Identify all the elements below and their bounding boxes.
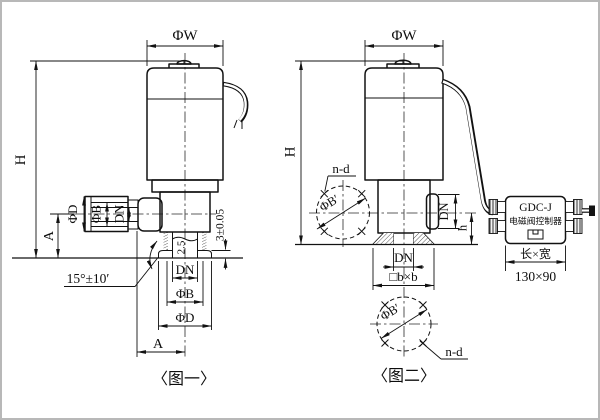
fig2-n-d-base-label: n-d xyxy=(445,344,463,359)
fig1-angle-label: 15°±10′ xyxy=(67,271,110,286)
fig2-n-d-flange-label: n-d xyxy=(332,161,350,176)
fig1-coil-body xyxy=(146,67,224,181)
fig1-DN-out-label: DN xyxy=(176,262,195,277)
fig1-neck xyxy=(159,191,211,233)
fig1-A-side-label: A xyxy=(42,230,57,241)
controller-model-label: GDC-J xyxy=(519,202,552,214)
fig2-DN-port-label: DN xyxy=(437,202,451,220)
fig1-A-bottom-label: A xyxy=(153,337,164,352)
fig2-phiW-label: ΦW xyxy=(391,28,417,44)
fig2-coil-body xyxy=(364,67,444,181)
cable-gland-right-top xyxy=(565,199,583,215)
figure2-valve: ΦW H DN h DN □b×b ΦB′ n-d ΦB′ xyxy=(283,28,494,385)
controller-name-label: 电磁阀控制器 xyxy=(509,215,562,226)
figure1-valve: ΦW H A ΦD ΦB DN 15°±10′ 2.5 3±0.05 DN ΦB… xyxy=(12,28,249,388)
fig1-phiD-in-label: ΦD xyxy=(65,205,80,224)
fig1-phiW-label: ΦW xyxy=(172,28,198,44)
controller-outline xyxy=(504,195,567,245)
fig1-phiB-in-label: ΦB xyxy=(89,205,104,224)
controller-size-value: 130×90 xyxy=(515,269,557,284)
fig1-DN-in-label: DN xyxy=(112,204,127,223)
controller-size-label: 长×宽 xyxy=(520,246,551,261)
fig1-phiD-out-label: ΦD xyxy=(176,310,195,325)
fig1-thread-depth-label: 2.5 xyxy=(176,240,188,254)
fig2-flange-bolt-circle xyxy=(316,185,370,240)
fig2-base-bolt-circle xyxy=(376,296,432,352)
cable-gland-right-bottom xyxy=(565,218,583,234)
fig1-phiB-out-label: ΦB xyxy=(176,286,195,301)
fig2-caption: 〈图二〉 xyxy=(372,368,436,385)
fig1-seat-thickness-label: 3±0.05 xyxy=(215,209,227,241)
fig2-phiB-base-label: ΦB′ xyxy=(378,301,403,324)
fig1-inlet-thread xyxy=(127,199,139,230)
fig2-base-square-label: □b×b xyxy=(389,269,417,284)
fig1-coupling-nut xyxy=(137,197,163,232)
fig2-side-port xyxy=(425,193,440,230)
fig1-H-label: H xyxy=(13,154,29,165)
fig2-phiB-flange-label: ΦB′ xyxy=(317,192,342,215)
cable-gland-left-bottom xyxy=(488,218,506,234)
fig1-caption: 〈图一〉 xyxy=(152,371,216,388)
fig2-h-label: h xyxy=(456,224,470,231)
controller-connector-icon xyxy=(527,229,544,240)
fig1-bottom-flange xyxy=(158,250,173,259)
cable-gland-left-top xyxy=(488,199,506,215)
controller-box: GDC-J 电磁阀控制器 长×宽 130×90 xyxy=(488,195,595,284)
fig2-H-label: H xyxy=(283,146,299,157)
fig2-DN-base-label: DN xyxy=(394,250,413,265)
fig2-cable xyxy=(441,78,494,216)
